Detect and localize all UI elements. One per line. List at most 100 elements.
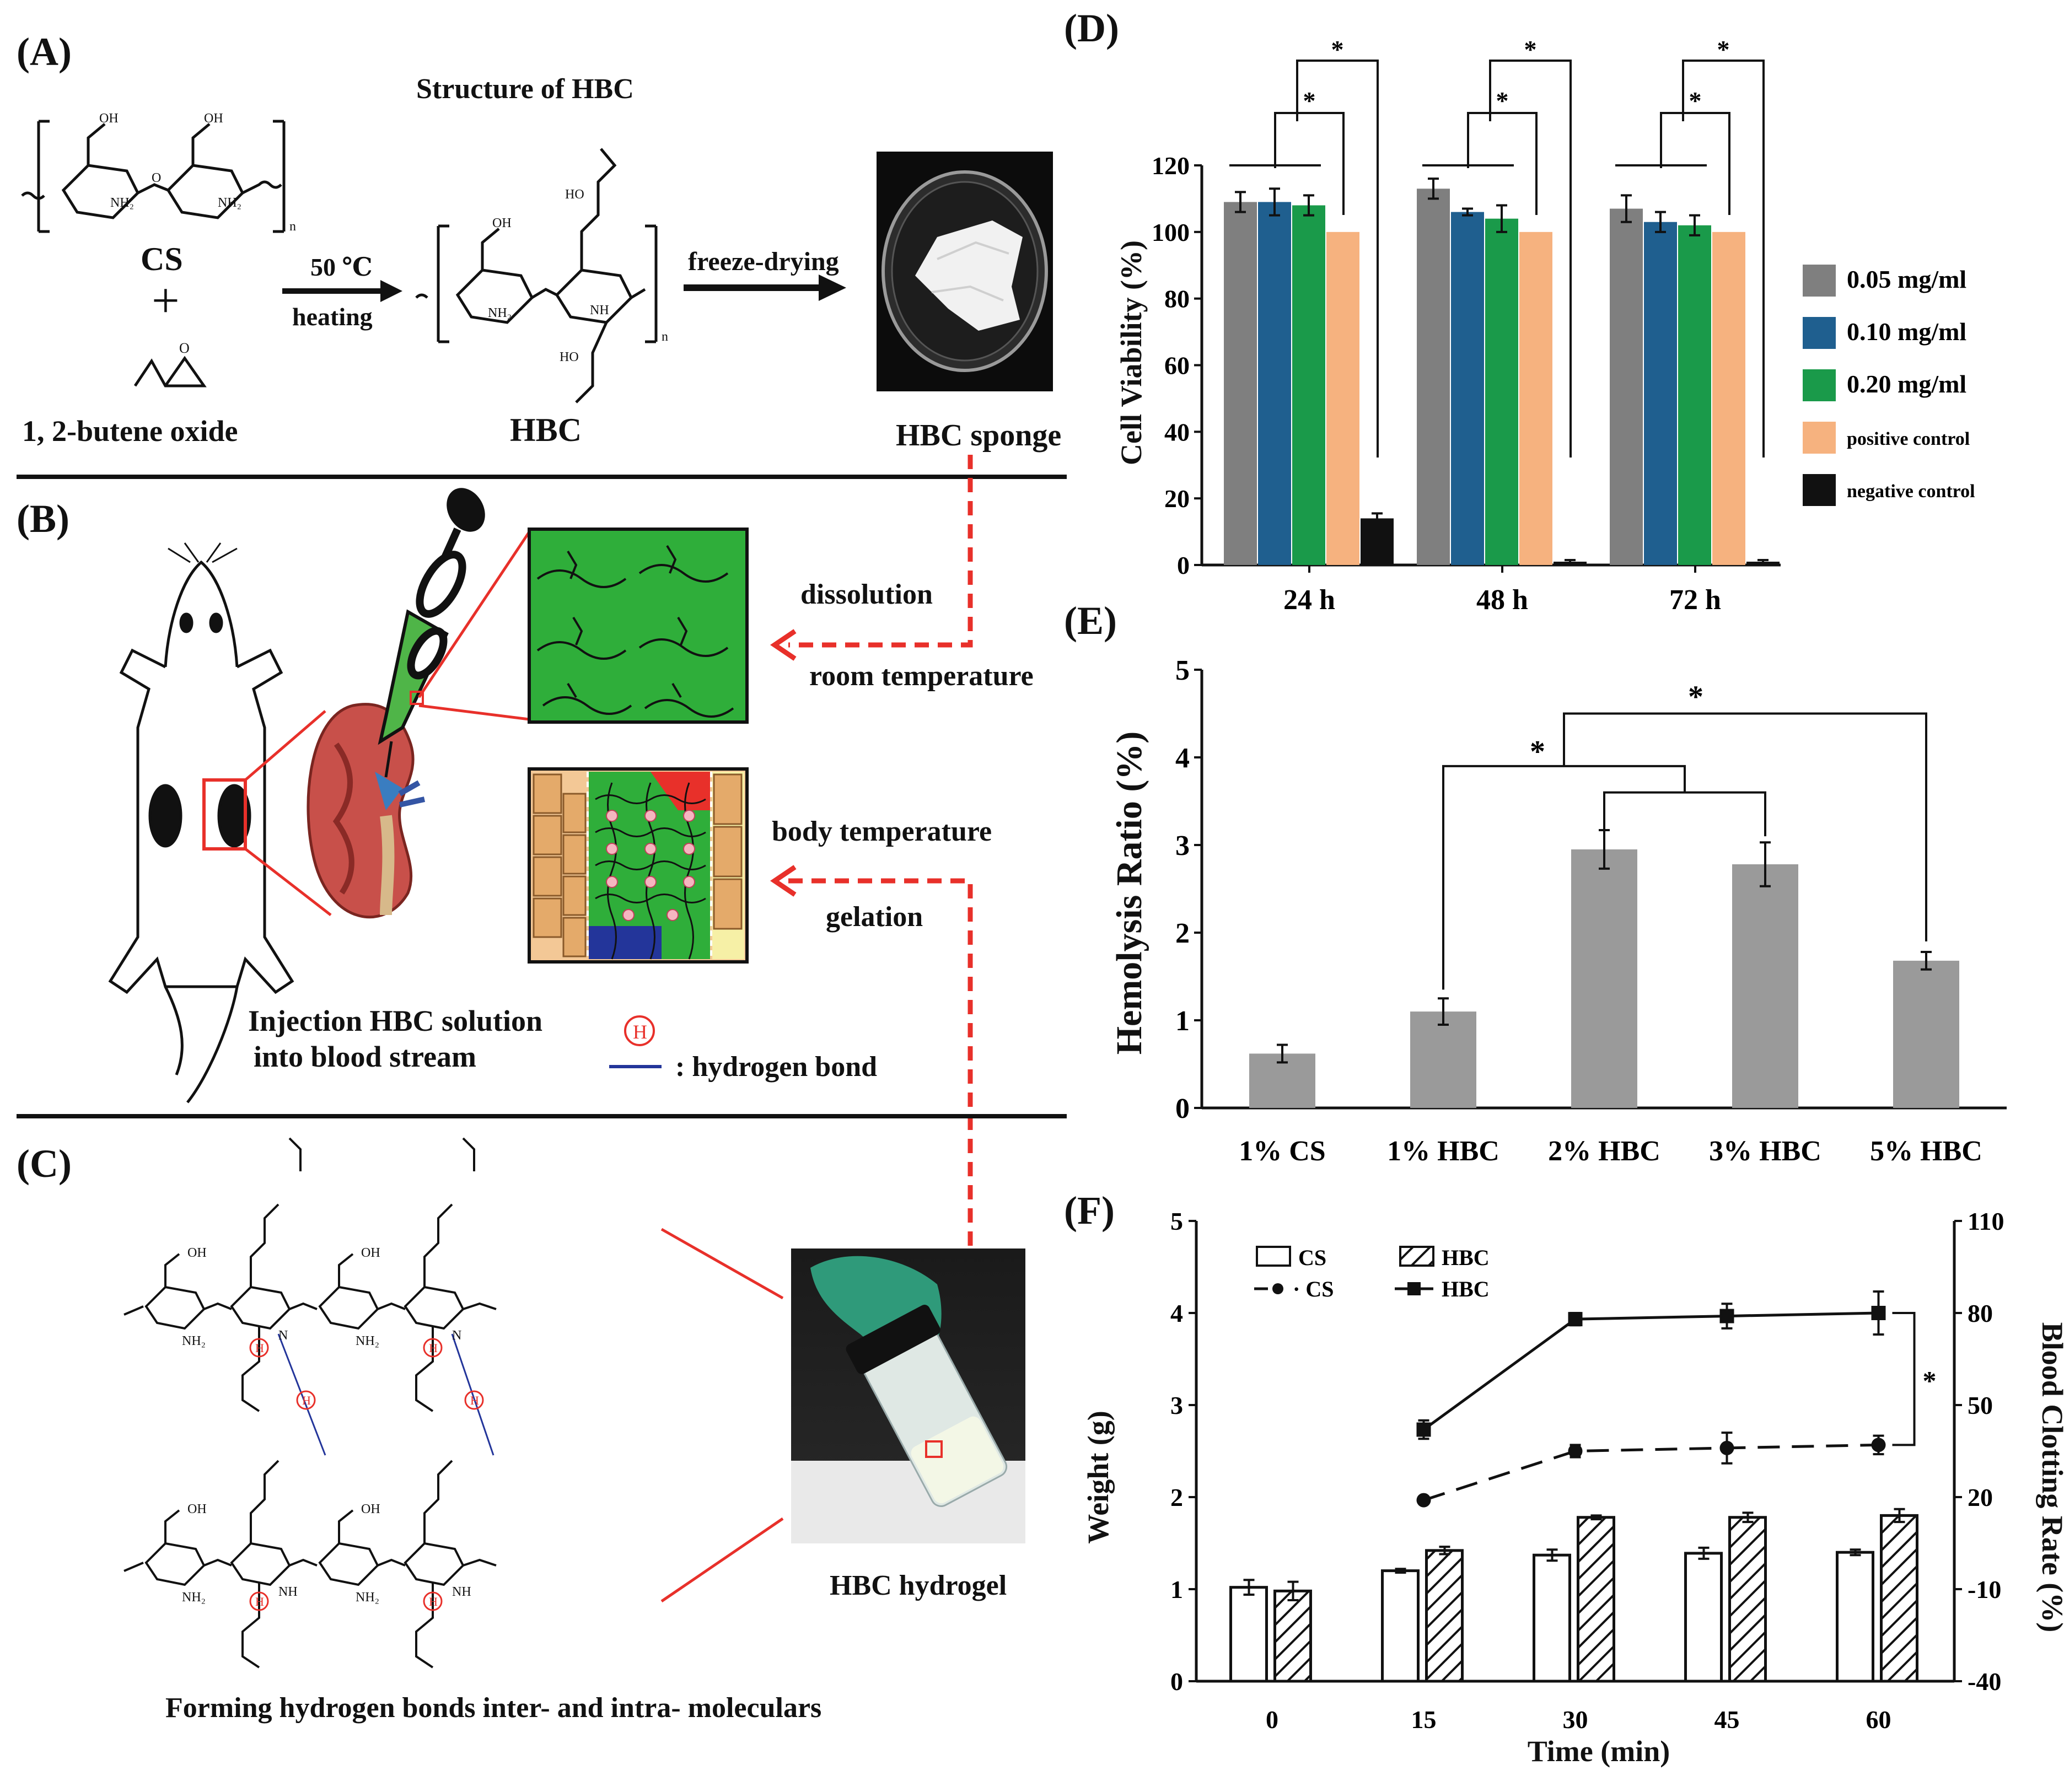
- f-bar-cs: [1533, 1553, 1571, 1683]
- f-bar-hbc: [1728, 1516, 1767, 1683]
- arrowhead: [770, 629, 797, 661]
- f-y2-tick-label: 80: [1968, 1299, 1993, 1327]
- plus-sign: +: [152, 273, 180, 328]
- chem-oh: OH: [187, 1502, 207, 1516]
- d-sig-star: *: [1717, 35, 1730, 63]
- chem-oh: OH: [361, 1502, 380, 1516]
- dissolution-dashed-arrow: [788, 455, 973, 648]
- f-x-tick-label: 15: [1411, 1705, 1437, 1734]
- chem-n: N: [278, 1328, 288, 1343]
- d-bar: [1258, 202, 1291, 565]
- chem-oh: OH: [361, 1246, 380, 1260]
- f-line-hbc: [1423, 1311, 1879, 1431]
- d-sig-star: *: [1524, 35, 1537, 63]
- h-markers: [249, 1338, 484, 1611]
- hydrogel-label: HBC hydrogel: [830, 1570, 1007, 1601]
- injection-caption-line1: Injection HBC solution: [248, 1004, 542, 1037]
- d-legend-label: 0.05 mg/ml: [1847, 265, 1966, 293]
- d-bar: [1292, 205, 1325, 565]
- f-y2-tick-label: 20: [1968, 1483, 1993, 1511]
- d-sig-star: *: [1689, 87, 1702, 115]
- f-bar-hbc: [1273, 1589, 1312, 1683]
- chem-nh2: NH₂: [356, 1334, 379, 1348]
- gelation-label: gelation: [826, 901, 923, 933]
- e-x-tick-label: 1% CS: [1239, 1136, 1325, 1167]
- d-legend-swatch: [1803, 369, 1836, 401]
- e-bar: [1893, 960, 1959, 1108]
- f-y-tick-label: 0: [1170, 1667, 1183, 1696]
- d-x-tick-label: 48 h: [1476, 584, 1528, 616]
- d-bar: [1485, 218, 1518, 566]
- f-y2-tick-label: -10: [1968, 1575, 2001, 1603]
- d-y-tick-label: 20: [1164, 485, 1190, 513]
- cs-label: CS: [141, 241, 183, 277]
- zoom-line: [418, 704, 530, 721]
- hbc-hydrogel-photo: [791, 1249, 1025, 1543]
- e-bar: [1410, 1011, 1476, 1108]
- chem-ho: HO: [565, 187, 584, 202]
- f-y-tick-label: 3: [1170, 1391, 1183, 1419]
- dissolution-label: dissolution: [800, 579, 933, 610]
- d-legend-swatch: [1803, 474, 1836, 506]
- injection-caption-line2: into blood stream: [254, 1040, 476, 1073]
- d-legend-label: 0.20 mg/ml: [1847, 370, 1966, 398]
- f-sig-bracket: [1892, 1312, 1916, 1446]
- e-x-tick-label: 2% HBC: [1548, 1136, 1660, 1167]
- f-bar-cs: [1381, 1569, 1420, 1683]
- panel-b: (B): [17, 455, 1034, 1246]
- chem-n: N: [452, 1328, 461, 1343]
- e-x-tick-label: 3% HBC: [1709, 1136, 1821, 1167]
- panel-a: (A) Structure of HBC OH OH NH₂ NH₂ O n C…: [17, 30, 1061, 453]
- panel-a-label: (A): [17, 30, 72, 74]
- d-y-tick-label: 120: [1152, 152, 1190, 180]
- chem-nh2: NH₂: [110, 196, 134, 210]
- d-y-axis-title: Cell Viability (%): [1115, 240, 1148, 465]
- d-bar: [1610, 208, 1643, 566]
- panel-b-label: (B): [17, 497, 69, 541]
- f-legend-label: CS: [1298, 1245, 1326, 1270]
- zoom-line: [244, 848, 332, 916]
- chem-n-subscript: n: [289, 219, 296, 234]
- f-bar-cs: [1684, 1552, 1723, 1683]
- e-x-tick-label: 5% HBC: [1870, 1136, 1982, 1167]
- d-legend-swatch: [1803, 422, 1836, 454]
- gel-inset: [528, 767, 749, 964]
- hbc-label: HBC: [510, 412, 582, 448]
- f-y-tick-label: 4: [1170, 1299, 1183, 1327]
- e-y-tick-label: 5: [1175, 655, 1190, 686]
- freeze-drying-label: freeze-drying: [688, 247, 839, 276]
- d-sig-bracket: [1296, 60, 1379, 458]
- d-bar: [1361, 518, 1394, 565]
- panel-e-label: (E): [1064, 599, 1117, 643]
- f-legend-label: HBC: [1442, 1277, 1490, 1301]
- room-temperature-label: room temperature: [809, 660, 1034, 692]
- e-y-tick-label: 0: [1175, 1093, 1190, 1124]
- e-bar: [1571, 849, 1637, 1108]
- d-legend-label: 0.10 mg/ml: [1847, 317, 1966, 346]
- f-y2-tick-label: 110: [1968, 1207, 2004, 1235]
- d-sig-bracket: [1274, 112, 1345, 215]
- f-legend-marker-hbc: [1407, 1282, 1421, 1295]
- f-y-tick-label: 1: [1170, 1575, 1183, 1603]
- gelation-dashed-arrow: [788, 878, 973, 1246]
- syringe-illustration: [378, 488, 485, 778]
- chem-oh: OH: [492, 216, 512, 230]
- f-legend-label: · CS: [1293, 1277, 1334, 1301]
- e-sig-bracket: [1603, 791, 1766, 837]
- f-y-tick-label: 2: [1170, 1483, 1183, 1511]
- f-x-tick-label: 45: [1714, 1705, 1740, 1734]
- d-y-tick-label: 40: [1164, 418, 1190, 446]
- hydrogen-bond-legend: H : hydrogen bond: [609, 1015, 877, 1083]
- d-legend-swatch: [1803, 265, 1836, 297]
- chem-n-subscript: n: [662, 330, 668, 344]
- d-bar: [1451, 212, 1484, 565]
- f-legend-swatch-hbc: [1399, 1246, 1434, 1267]
- d-x-tick-label: 24 h: [1283, 584, 1335, 616]
- f-y2-axis-title: Blood Clotting Rate (%): [2036, 1322, 2064, 1632]
- panel-c-caption: Forming hydrogen bonds inter- and intra-…: [165, 1692, 821, 1724]
- heating-arrow: [282, 280, 402, 302]
- f-x-tick-label: 30: [1563, 1705, 1588, 1734]
- d-sig-bracket: [1660, 112, 1730, 215]
- chem-oh: OH: [99, 111, 119, 126]
